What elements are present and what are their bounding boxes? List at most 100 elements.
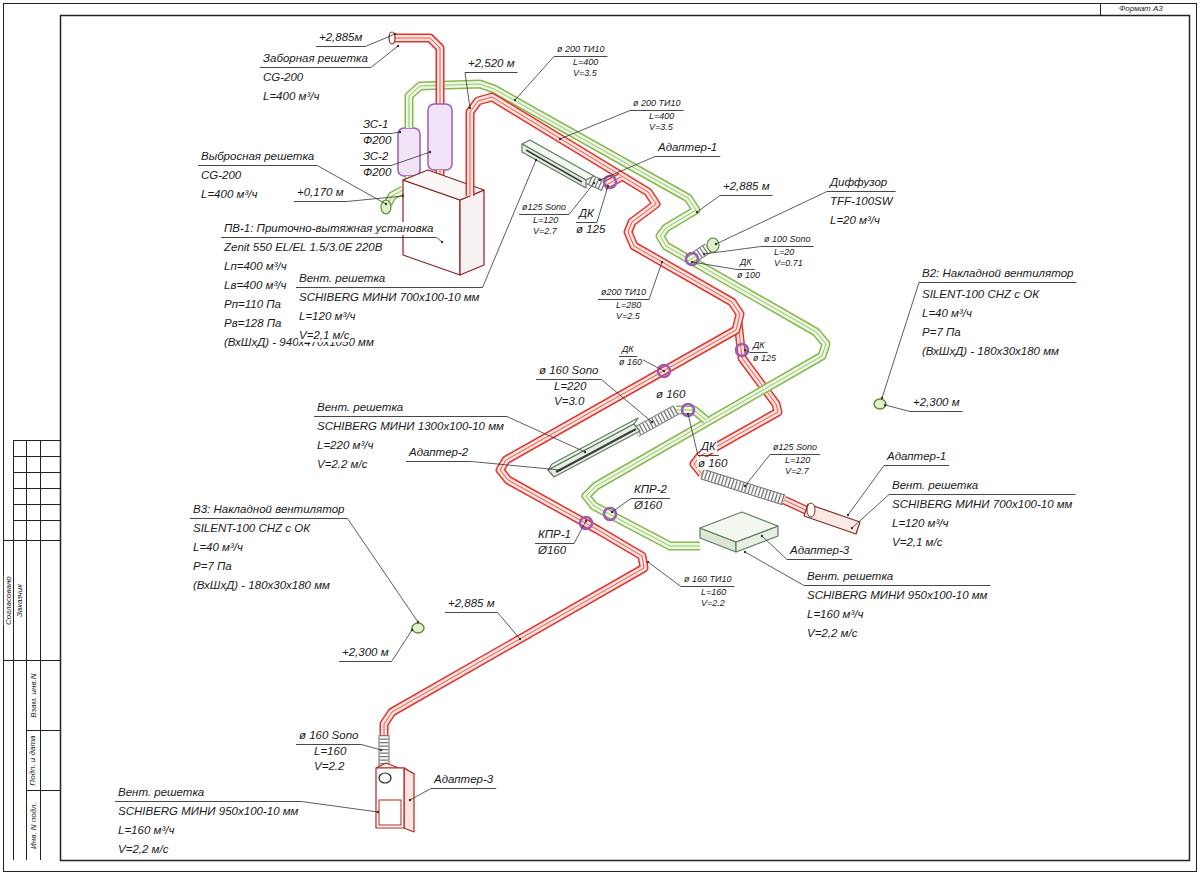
leader-line xyxy=(688,414,698,456)
callout-text: L=40 м³/ч xyxy=(921,307,973,320)
callout-text: L=220 м³/ч xyxy=(316,439,374,452)
leader-line xyxy=(391,152,430,166)
callout-text: ДК xyxy=(578,207,595,220)
leader-dot xyxy=(647,561,649,563)
callout-text: Адаптер-2 xyxy=(408,446,469,459)
callout-text: ø 100 xyxy=(736,270,761,280)
leader-line xyxy=(697,196,720,213)
callout-underline xyxy=(314,416,507,417)
leader-dot xyxy=(744,485,746,487)
callout-text: Выбросная решетка xyxy=(200,150,315,163)
callout-underline xyxy=(190,518,347,519)
callout-text: L=20 xyxy=(773,247,795,257)
callout-text: V=2.5 xyxy=(615,311,641,321)
callout-text: Адаптер-3 xyxy=(789,544,850,557)
leader-dot xyxy=(585,520,587,522)
callout-text: +2,885 м xyxy=(447,597,496,610)
callout-text: +2,885м xyxy=(318,31,363,44)
flex-duct-coil xyxy=(702,474,784,500)
callout-text: SCHIBERG МИНИ 700х100-10 мм xyxy=(891,498,1074,511)
callout-text: SCHIBERG МИНИ 950х100-10 мм xyxy=(117,805,300,818)
callout-text: SILENT-100 CHZ с ОК xyxy=(192,522,311,535)
leader-dot xyxy=(744,551,746,553)
callout-underline xyxy=(221,237,437,238)
callout-text: +2,520 м xyxy=(467,57,516,70)
callout-text: В3: Накладной вентилятор xyxy=(192,503,345,516)
callout-underline xyxy=(919,282,1076,283)
leader-line xyxy=(392,630,412,662)
leader-dot xyxy=(651,421,653,423)
sheet-format: Формат А3 xyxy=(1118,4,1164,13)
callout-text: ø125 Sono xyxy=(521,202,567,212)
callout-text: Диффузор xyxy=(829,176,888,189)
silencer-zs1 xyxy=(398,128,420,176)
leader-line xyxy=(361,745,381,751)
callout-text: ДК xyxy=(752,340,766,350)
leader-dot xyxy=(611,511,613,513)
callout-underline xyxy=(294,201,347,202)
callout-underline xyxy=(296,287,483,288)
leader-line xyxy=(574,521,586,544)
callout-text: TFF-100SW xyxy=(829,195,894,208)
callout-text: V=2,2 м/с xyxy=(806,627,858,640)
callout-text: L=400 xyxy=(572,57,599,67)
callout-text: ДК xyxy=(621,344,635,354)
callout-text: Адаптер-1 xyxy=(886,450,947,463)
callout-text: ø 160 Sono xyxy=(298,729,359,742)
adapter-box-top xyxy=(700,512,778,542)
callout-text: ø 200 ТИ10 xyxy=(632,98,681,108)
unit-side xyxy=(460,190,484,275)
leader-dot xyxy=(881,397,883,399)
title-block-text: Инв. N подл. xyxy=(28,801,37,850)
leader-dot xyxy=(847,514,849,516)
leader-line xyxy=(371,46,398,68)
callout-text: SILENT-100 CHZ с ОК xyxy=(921,288,1040,301)
leader-dot xyxy=(535,159,537,161)
callout-text: ø 160 xyxy=(655,388,686,401)
leader-dot xyxy=(715,243,717,245)
callout-text: Адаптер-1 xyxy=(657,141,718,154)
leader-group xyxy=(115,33,1076,813)
callout-text: +2,300 м xyxy=(341,646,390,659)
leader-dot xyxy=(469,107,471,109)
leader-dot xyxy=(514,99,516,101)
callout-text: Ф200 xyxy=(362,166,392,179)
callout-text: ø 160 ТИ10 xyxy=(683,574,732,584)
callout-underline xyxy=(198,165,317,166)
callout-underline xyxy=(827,191,896,192)
leader-dot xyxy=(559,469,561,471)
callout-text: L=220 xyxy=(553,380,587,393)
leader-line xyxy=(848,466,884,516)
leader-line xyxy=(471,462,560,471)
callout-text: В2: Накладной вентилятор xyxy=(921,267,1074,280)
duct-body xyxy=(688,256,696,261)
leader-line xyxy=(648,562,681,587)
leader-dot xyxy=(661,261,663,263)
callout-text: +2,885 м xyxy=(722,180,771,193)
leader-line xyxy=(507,417,585,453)
damper-ring xyxy=(736,344,748,356)
callout-text: SCHIBERG МИНИ 950х100-10 мм xyxy=(806,589,989,602)
callout-underline xyxy=(339,661,392,662)
leader-line xyxy=(347,519,418,623)
callout-underline xyxy=(316,46,365,47)
leader-dot xyxy=(593,182,595,184)
leader-dot xyxy=(559,138,561,140)
duct-axis xyxy=(392,38,440,104)
callout-text: Ø160 xyxy=(537,544,567,557)
leader-dot xyxy=(744,349,746,351)
grille-top xyxy=(522,140,594,180)
leader-line xyxy=(885,405,910,412)
callout-text: V=2.7 xyxy=(784,466,810,476)
callout-text: L=120 м³/ч xyxy=(891,517,949,530)
callout-underline xyxy=(445,612,498,613)
callout-text: Zenit 550 EL/EL 1.5/3.0E 220В xyxy=(223,241,383,254)
leader-line xyxy=(762,536,787,560)
leader-dot xyxy=(409,799,411,801)
leader-dot xyxy=(703,253,705,255)
callout-underline xyxy=(720,195,773,196)
callout-text: CG-200 xyxy=(262,71,304,84)
callout-underline xyxy=(431,788,496,789)
leader-line xyxy=(515,57,554,101)
